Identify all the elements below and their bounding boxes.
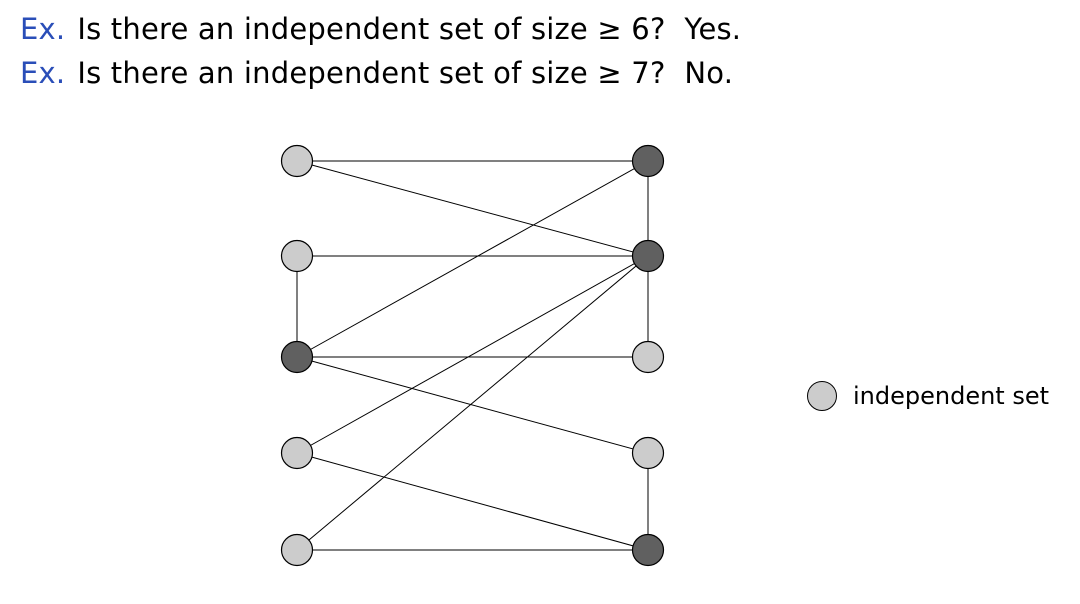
- legend-label: independent set: [853, 382, 1050, 410]
- node-l1: [280, 144, 314, 178]
- node-l4: [280, 436, 314, 470]
- node-r5: [631, 533, 665, 567]
- legend-node-icon: [807, 381, 837, 411]
- node-l2: [280, 239, 314, 273]
- edge-l4-r5: [296, 452, 649, 551]
- graph-nodes: [280, 144, 665, 567]
- node-l5: [280, 533, 314, 567]
- question-text: Is there an independent set of size ≥ 7?…: [77, 56, 734, 90]
- question-size-7: Ex. Is there an independent set of size ≥…: [20, 56, 733, 90]
- edge-l3-r4: [296, 356, 649, 454]
- node-r4: [631, 436, 665, 470]
- node-r1: [631, 144, 665, 178]
- edge-l1-r2: [296, 160, 649, 257]
- node-l3: [280, 340, 314, 374]
- edge-l5-r2: [296, 255, 649, 551]
- legend: independent set: [807, 379, 1049, 413]
- edge-l4-r2: [296, 255, 649, 454]
- question-size-6: Ex. Is there an independent set of size ≥…: [20, 12, 741, 46]
- node-r2: [631, 239, 665, 273]
- ex-prefix: Ex.: [20, 12, 66, 46]
- edge-l3-r1: [296, 160, 649, 358]
- node-r3: [631, 340, 665, 374]
- ex-prefix: Ex.: [20, 56, 66, 90]
- question-text: Is there an independent set of size ≥ 6?…: [77, 12, 742, 46]
- graph-edges: [296, 160, 649, 551]
